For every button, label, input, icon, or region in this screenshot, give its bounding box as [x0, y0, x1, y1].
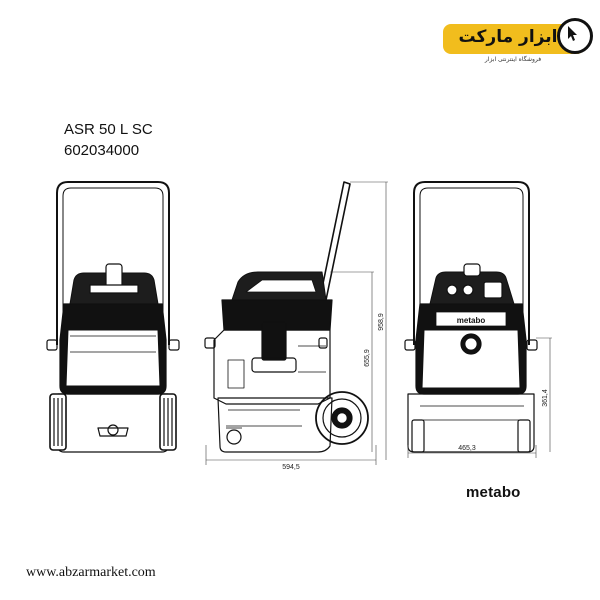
logo-name: ابزار مارکت — [458, 27, 558, 47]
product-info: ASR 50 L SC 602034000 — [64, 119, 153, 161]
dim-side-width: 594,5 — [282, 464, 300, 471]
logo-tagline: فروشگاه اینترنتی ابزار — [484, 56, 542, 63]
website-link[interactable]: www.abzarmarket.com — [26, 565, 156, 580]
side-view — [204, 181, 369, 453]
dim-rear-height: 361,4 — [542, 389, 549, 407]
brand-logo: metabo — [466, 484, 521, 501]
front-view — [46, 181, 180, 453]
dim-side-height-total: 958,9 — [378, 313, 385, 331]
product-model: ASR 50 L SC — [64, 121, 153, 138]
rear-view — [404, 181, 538, 453]
dimension-lines — [205, 181, 552, 465]
panel-label: metabo — [457, 316, 486, 325]
dim-side-height-body: 655,9 — [364, 349, 371, 367]
site-logo[interactable]: ابزار مارکت فروشگاه اینترنتی ابزار — [433, 10, 593, 68]
dim-rear-width: 465,3 — [458, 445, 476, 452]
cursor-icon — [557, 18, 593, 54]
product-code: 602034000 — [64, 142, 140, 159]
